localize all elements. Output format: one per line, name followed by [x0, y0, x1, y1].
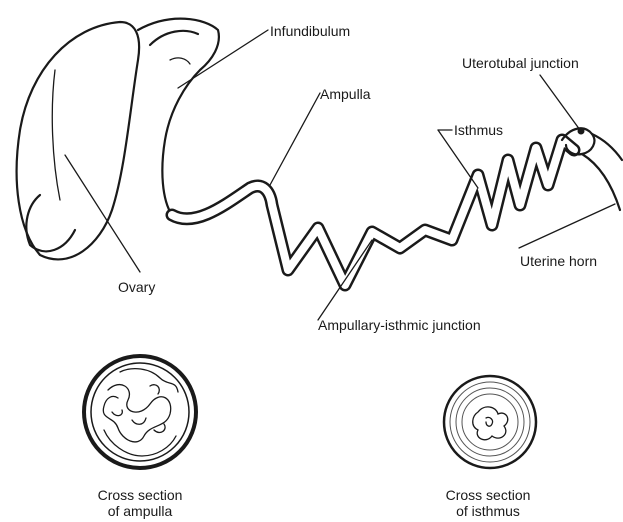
- isthmus-cross-section: [444, 376, 536, 468]
- caption-isthmus-line2: of isthmus: [456, 503, 520, 519]
- caption-ampulla-line2: of ampulla: [108, 503, 173, 519]
- label-ampulla: Ampulla: [320, 86, 371, 102]
- label-uterotubal-junction: Uterotubal junction: [462, 55, 579, 71]
- label-isthmus: Isthmus: [454, 122, 503, 138]
- infundibulum-drawing: [138, 19, 219, 215]
- ovary-drawing: [17, 22, 139, 259]
- label-infundibulum: Infundibulum: [270, 23, 350, 39]
- caption-isthmus-line1: Cross section: [446, 487, 531, 503]
- label-uterine-horn: Uterine horn: [520, 253, 597, 269]
- oviduct-tube: [172, 140, 574, 285]
- label-ovary: Ovary: [118, 279, 155, 295]
- label-ampullary-isthmic-junction: Ampullary-isthmic junction: [318, 317, 481, 333]
- ampulla-cross-section: [84, 356, 196, 468]
- caption-ampulla-line1: Cross section: [98, 487, 183, 503]
